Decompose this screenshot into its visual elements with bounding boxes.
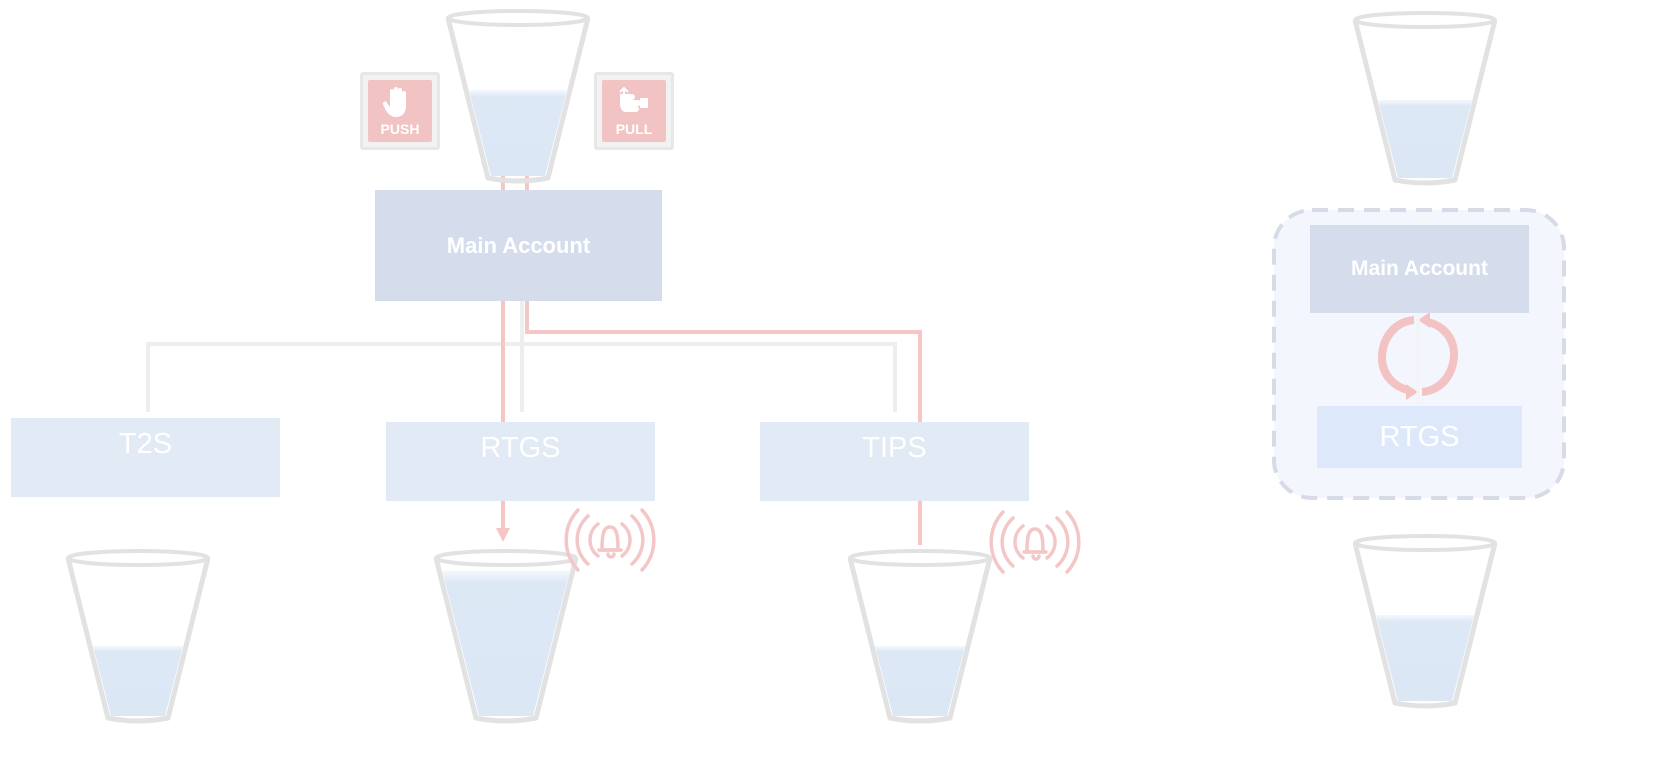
glass-rim	[66, 549, 210, 567]
connector-lines	[146, 300, 897, 412]
pull-label: PULL	[615, 121, 653, 137]
tips-box[interactable]: TIPS	[760, 422, 1029, 501]
push-hand-icon	[382, 87, 406, 117]
push-button-face: PUSH	[368, 80, 432, 142]
glass-rim	[848, 549, 992, 567]
t2s-glass-icon	[65, 549, 211, 724]
main-account-box[interactable]: Main Account	[375, 190, 662, 301]
right-rtgs-box[interactable]: RTGS	[1317, 406, 1522, 468]
rtgs-glass-icon	[433, 549, 579, 724]
rtgs-alarm-bell-icon	[564, 508, 656, 572]
glass-body	[847, 557, 993, 724]
main-account-label: Main Account	[446, 232, 591, 258]
right-main-account-box[interactable]: Main Account	[1310, 225, 1529, 313]
water-level	[442, 570, 570, 716]
glass-body	[433, 557, 579, 724]
water-level	[469, 90, 567, 176]
tips-alarm-bell-icon	[989, 510, 1081, 574]
right-top-glass-icon	[1352, 11, 1498, 186]
glass-body	[65, 557, 211, 724]
glass-rim	[1353, 534, 1497, 552]
glass-body	[1352, 19, 1498, 186]
right-bottom-glass-icon	[1352, 534, 1498, 709]
right-main-account-label: Main Account	[1351, 257, 1488, 280]
water-level	[1378, 100, 1472, 178]
rtgs-label: RTGS	[480, 432, 561, 464]
arrow-down-to-rtgs	[496, 528, 510, 542]
glass-rim	[434, 549, 578, 567]
right-rtgs-label: RTGS	[1379, 420, 1460, 453]
pull-button-face: PULL	[602, 80, 666, 142]
glass-rim	[446, 9, 590, 27]
push-button[interactable]: PUSH	[360, 72, 440, 150]
tips-label: TIPS	[862, 432, 927, 464]
glass-body	[1352, 542, 1498, 709]
t2s-label: T2S	[118, 428, 173, 460]
glass-rim	[1353, 11, 1497, 29]
push-label: PUSH	[380, 121, 420, 137]
main-account-glass-icon	[445, 9, 591, 184]
rtgs-box[interactable]: RTGS	[386, 422, 655, 501]
water-level	[93, 646, 183, 716]
water-level	[875, 646, 965, 716]
tips-glass-icon	[847, 549, 993, 724]
pull-button[interactable]: PULL	[594, 72, 674, 150]
water-level	[1376, 615, 1474, 701]
cycle-arrows-icon	[1378, 304, 1458, 404]
glass-body	[445, 17, 591, 184]
pull-hand-icon	[619, 86, 648, 112]
t2s-box[interactable]: T2S	[11, 418, 280, 497]
